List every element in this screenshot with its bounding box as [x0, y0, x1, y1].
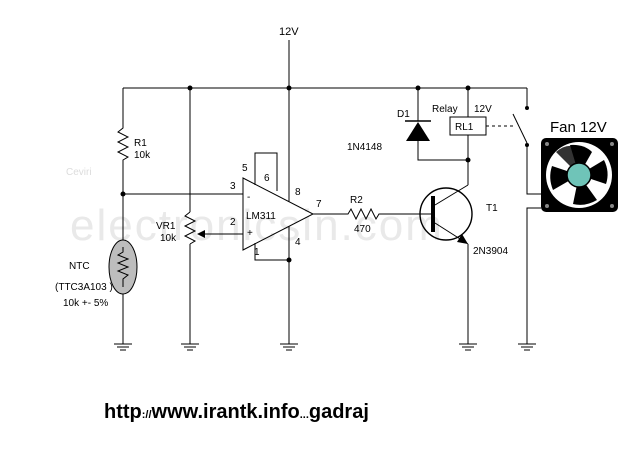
relay-voltage-label: 12V: [474, 104, 492, 115]
opamp-pin1-wire: [254, 243, 289, 261]
footer-url: http://www.irantk.info...gadraj: [104, 401, 369, 423]
fan-wire-top: [526, 160, 541, 195]
ntc-spec-label: 10k +- 5%: [63, 298, 108, 309]
opamp-pin5-label: 5: [242, 163, 248, 174]
opamp-plus-label: +: [247, 228, 253, 239]
opamp-pin4-label: 4: [295, 237, 301, 248]
opamp-balance-loop: [254, 152, 278, 191]
junction-dot: [286, 257, 292, 263]
d1-ref-label: D1: [397, 109, 410, 120]
ntc-thermistor: [108, 239, 138, 295]
r2-ref-label: R2: [350, 195, 363, 206]
ground-symbol-1: [114, 343, 132, 351]
relay-ref-label: RL1: [455, 122, 474, 133]
opamp-pin2-label: 2: [230, 217, 236, 228]
d1-wire-bottom: [417, 141, 468, 161]
vr1-value-label: 10k: [160, 233, 177, 244]
switch-blade: [512, 113, 528, 144]
opamp-pin8-label: 8: [295, 187, 301, 198]
junction-dot: [465, 157, 471, 163]
opamp-minus-label: -: [247, 192, 250, 203]
r1-ref-label: R1: [134, 138, 147, 149]
ground-symbol-2: [181, 343, 199, 351]
ntc-part-label: (TTC3A103 ): [55, 282, 113, 293]
vr1-ref-label: VR1: [156, 221, 176, 232]
d1-part-label: 1N4148: [347, 142, 382, 153]
potentiometer-vr1: [183, 211, 205, 245]
ground-symbol-5: [518, 343, 536, 351]
fan-icon: [541, 138, 618, 212]
watermark-small-text: Ceviri: [66, 167, 92, 178]
resistor-r2: [313, 207, 420, 221]
opamp-pin6-label: 6: [264, 173, 270, 184]
transistor-t1: [419, 184, 473, 245]
opamp-lm311: [242, 177, 315, 251]
opamp-pin3-label: 3: [230, 181, 236, 192]
fan-wire-bottom: [526, 207, 541, 344]
opamp-pin1-label: 1: [254, 247, 260, 258]
watermark-text: electronicsin.com: [70, 201, 444, 250]
opamp-pin7-label: 7: [316, 199, 322, 210]
ground-symbol-3: [280, 343, 298, 351]
diode-d1: [405, 120, 431, 141]
t1-ref-label: T1: [486, 203, 498, 214]
switch-contact: [525, 106, 529, 110]
fan-label: Fan 12V: [550, 119, 607, 136]
t1-part-label: 2N3904: [473, 246, 508, 257]
ground-symbol-4: [459, 343, 477, 351]
supply-label: 12V: [279, 26, 299, 38]
resistor-r1: [116, 88, 130, 194]
r2-value-label: 470: [354, 224, 371, 235]
opamp-part-label: LM311: [246, 211, 276, 222]
r1-value-label: 10k: [134, 150, 151, 161]
relay-label: Relay: [432, 104, 458, 115]
ntc-name-label: NTC: [69, 261, 90, 272]
